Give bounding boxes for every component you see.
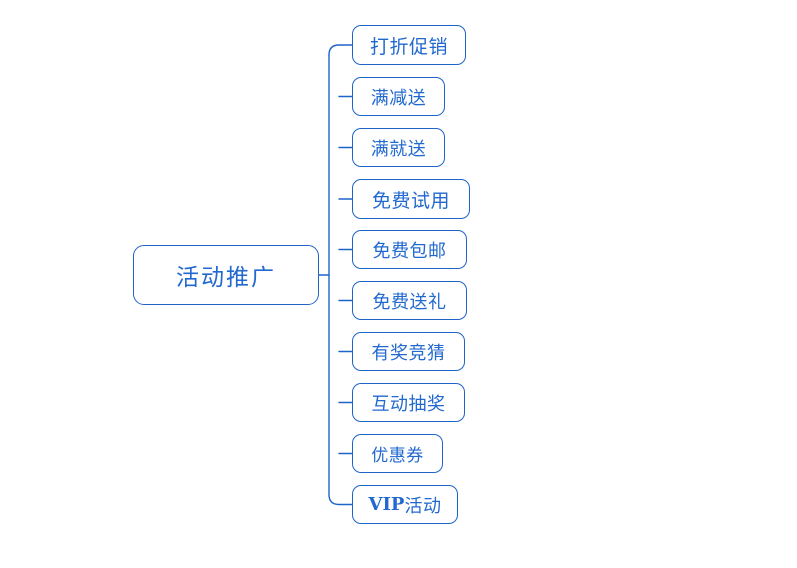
child-node-label: VIP xyxy=(368,494,405,515)
child-node[interactable]: 满减送 xyxy=(352,77,445,116)
child-node[interactable]: 免费送礼 xyxy=(352,281,467,320)
child-node[interactable]: 打折促销 xyxy=(352,25,466,65)
child-node[interactable]: 互动抽奖 xyxy=(352,383,465,422)
branch-line xyxy=(328,44,353,56)
child-node-label: 互动抽奖 xyxy=(371,393,446,415)
child-node-label: 免费包邮 xyxy=(372,240,447,262)
child-node-label-suffix: 活动 xyxy=(404,495,442,517)
child-node[interactable]: 免费试用 xyxy=(352,179,470,219)
child-node-label: 满减送 xyxy=(370,87,427,109)
child-node-label: 免费送礼 xyxy=(372,291,447,313)
child-node[interactable]: 免费包邮 xyxy=(352,230,467,269)
child-node-label: 满就送 xyxy=(370,138,427,160)
root-node[interactable]: 活动推广 xyxy=(133,245,319,305)
child-node[interactable]: 有奖竞猜 xyxy=(352,332,465,371)
child-node[interactable]: 满就送 xyxy=(352,128,445,167)
child-node[interactable]: 优惠券 xyxy=(352,434,443,473)
child-node-label: 优惠券 xyxy=(371,446,424,466)
child-node-label: 打折促销 xyxy=(369,35,448,58)
child-node-label: 免费试用 xyxy=(371,189,450,212)
child-node-label: 有奖竞猜 xyxy=(371,342,446,364)
root-node-label: 活动推广 xyxy=(176,265,276,291)
branch-line xyxy=(328,493,353,506)
